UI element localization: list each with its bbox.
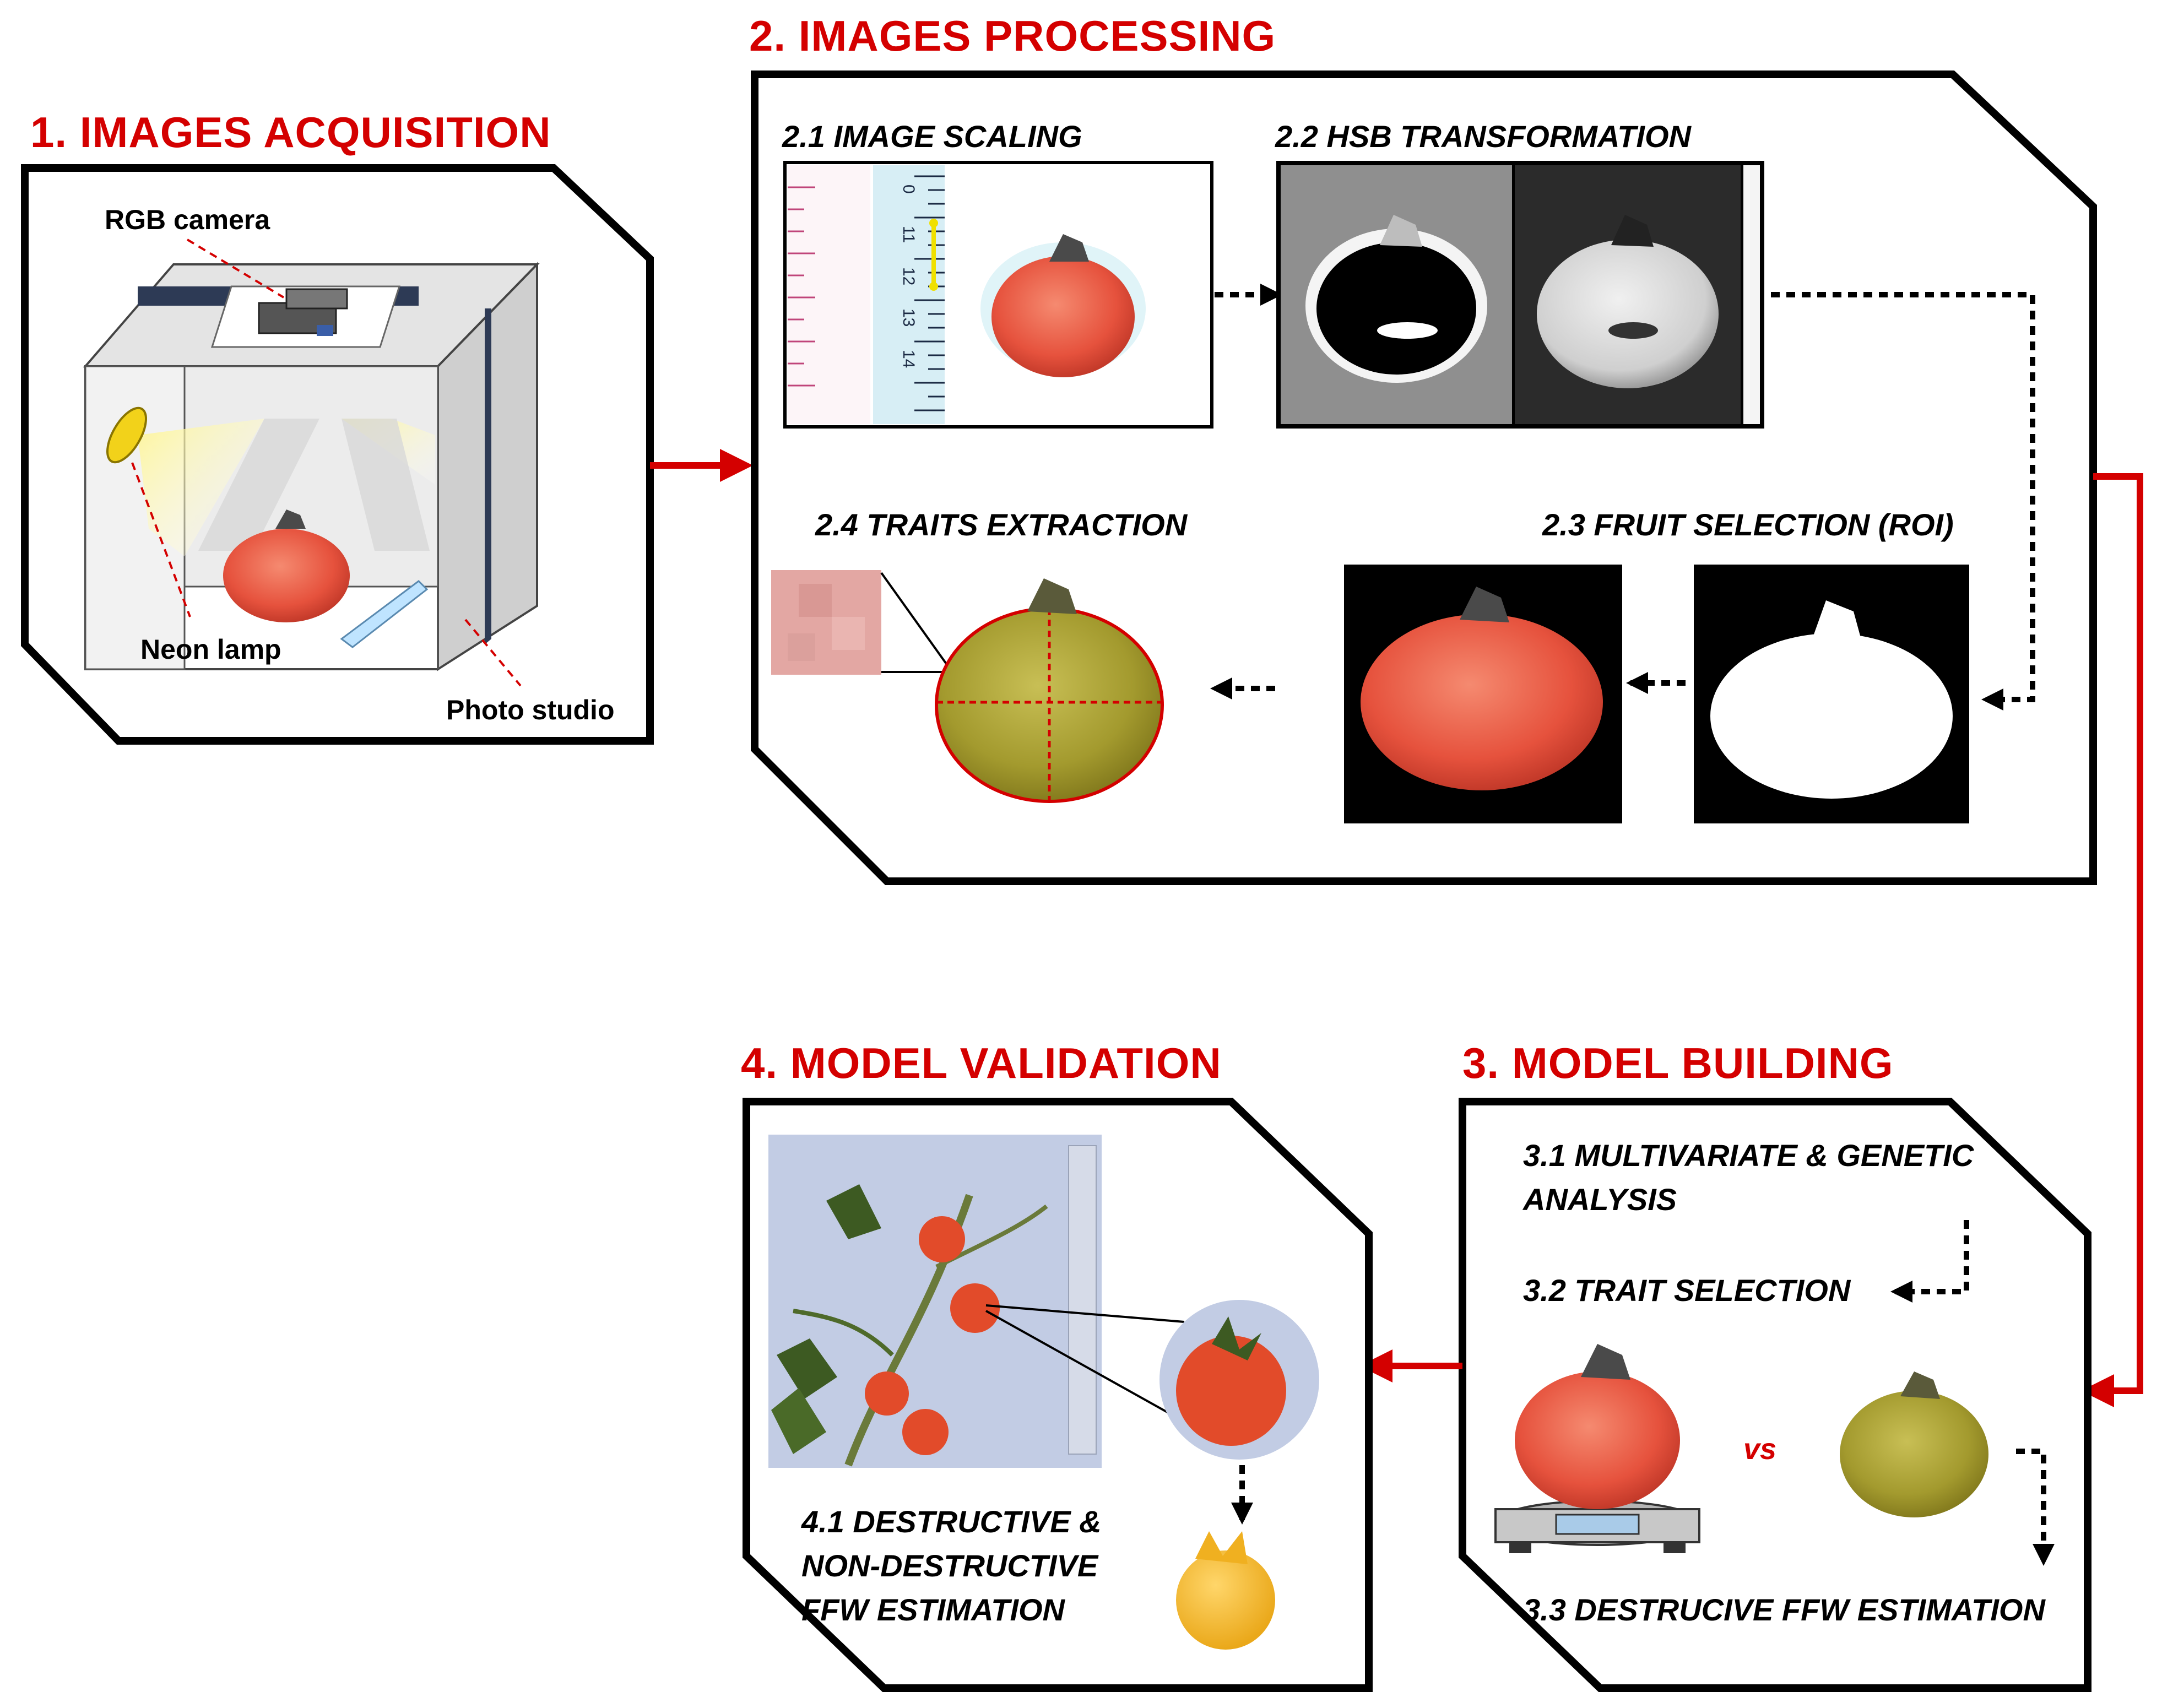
plant-photo xyxy=(768,1135,1102,1468)
step-validation-line2: NON-DESTRUCTIVE xyxy=(801,1548,1098,1583)
step-multivariate-line1: 3.1 MULTIVARIATE & GENETIC xyxy=(1523,1138,1974,1173)
lamp-label: Neon lamp xyxy=(140,634,281,665)
camera-label: RGB camera xyxy=(105,204,270,235)
tomato-icon xyxy=(1515,1344,1680,1509)
ruler-tick: 12 xyxy=(900,267,918,285)
segmented-tomato-icon xyxy=(1840,1371,1988,1517)
tomato-icon xyxy=(223,509,350,622)
acquisition-title: 1. IMAGES ACQUISITION xyxy=(30,108,551,156)
step-destructive: 3.3 DESTRUCIVE FFW ESTIMATION xyxy=(1523,1592,2045,1627)
arrow-icon xyxy=(1890,1220,1969,1303)
step-multivariate-line2: ANALYSIS xyxy=(1523,1182,1677,1217)
step-validation-line1: 4.1 DESTRUCTIVE & xyxy=(801,1504,1102,1539)
roi-mask-image xyxy=(1694,565,1969,823)
processing-title: 2. IMAGES PROCESSING xyxy=(749,12,1276,60)
scaling-image xyxy=(783,161,1213,429)
ruler-tick: 11 xyxy=(900,226,918,243)
building-title: 3. MODEL BUILDING xyxy=(1462,1039,1894,1087)
step-traits: 2.4 TRAITS EXTRACTION xyxy=(815,507,1188,542)
step-scaling: 2.1 IMAGE SCALING xyxy=(782,119,1082,154)
step-trait-selection: 3.2 TRAIT SELECTION xyxy=(1523,1273,1851,1308)
step-roi: 2.3 FRUIT SELECTION (ROI) xyxy=(1542,507,1954,542)
validation-title: 4. MODEL VALIDATION xyxy=(741,1039,1222,1087)
traits-image xyxy=(771,570,1164,803)
segmented-cherry-icon xyxy=(1176,1531,1275,1650)
camera-icon xyxy=(258,288,348,336)
arrow-icon xyxy=(1771,292,2035,711)
scale-icon xyxy=(1494,1500,1700,1553)
ruler-tick: 0 xyxy=(900,185,918,194)
arrow-icon xyxy=(2081,473,2143,1407)
step-hsb: 2.2 HSB TRANSFORMATION xyxy=(1275,119,1691,154)
studio-label: Photo studio xyxy=(446,695,615,725)
step-validation-line3: FFW ESTIMATION xyxy=(801,1592,1065,1627)
hsb-image xyxy=(1276,161,1764,429)
arrow-icon xyxy=(2016,1449,2055,1566)
ruler-tick: 14 xyxy=(900,350,918,368)
vs-label: vs xyxy=(1743,1433,1777,1466)
ruler-tick: 13 xyxy=(900,308,918,327)
roi-fruit-image xyxy=(1344,565,1622,823)
ruler-icon xyxy=(340,580,429,648)
neon-lamp-icon xyxy=(106,406,147,464)
